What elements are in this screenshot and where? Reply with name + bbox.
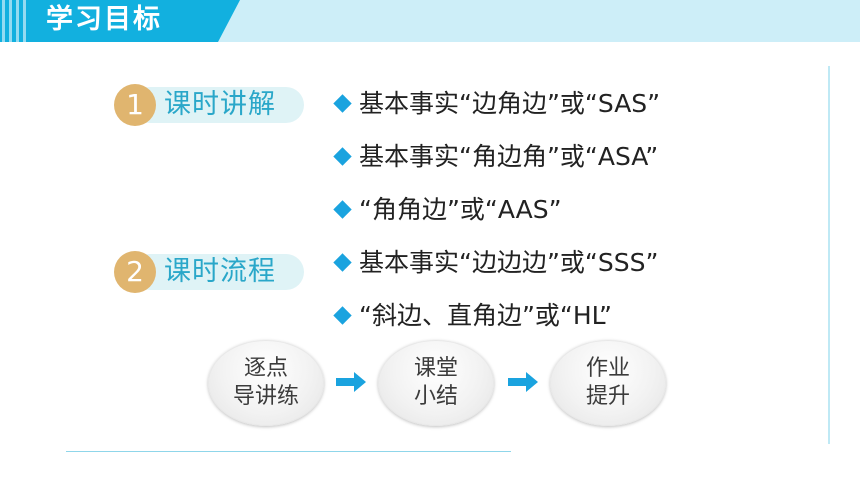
list-item-text: “斜边、直角边”或“HL”	[359, 301, 612, 330]
section-label: 课时讲解	[164, 89, 276, 120]
flow-step-line: 作业	[585, 356, 630, 381]
section-lesson-explanation: 1 课时讲解	[114, 84, 306, 126]
list-item: “斜边、直角边”或“HL”	[332, 298, 612, 334]
flow-step-guided-practice[interactable]: 逐点 导讲练	[208, 340, 324, 426]
list-item: 基本事实“边角边”或“SAS”	[332, 86, 660, 122]
flow-step-line: 导讲练	[232, 384, 299, 409]
section-pill	[132, 254, 304, 290]
section-number-badge: 1	[114, 84, 156, 126]
bottom-divider	[66, 451, 511, 452]
list-item: 基本事实“角边角”或“ASA”	[332, 139, 658, 175]
list-item-text: “角角边”或“AAS”	[359, 195, 562, 224]
diamond-bullet-icon	[333, 94, 352, 113]
right-arrow-icon	[508, 372, 538, 392]
page-title: 学习目标	[46, 4, 162, 35]
section-label: 课时流程	[164, 256, 276, 287]
header-stripes-decoration	[2, 0, 32, 42]
section-number-badge: 2	[114, 251, 156, 293]
list-item-text: 基本事实“角边角”或“ASA”	[359, 142, 659, 171]
diamond-bullet-icon	[333, 147, 352, 166]
right-divider	[828, 66, 830, 444]
section-pill	[132, 87, 304, 123]
flow-step-line: 逐点	[243, 356, 288, 381]
flow-step-line: 提升	[585, 384, 630, 409]
list-item: “角角边”或“AAS”	[332, 192, 562, 228]
list-item: 基本事实“边边边”或“SSS”	[332, 245, 658, 281]
flow-step-line: 课堂	[413, 356, 458, 381]
list-item-text: 基本事实“边边边”或“SSS”	[359, 248, 659, 277]
flow-step-line: 小结	[413, 384, 458, 409]
section-lesson-flow: 2 课时流程	[114, 251, 306, 293]
diamond-bullet-icon	[333, 253, 352, 272]
right-arrow-icon	[336, 372, 366, 392]
diamond-bullet-icon	[333, 306, 352, 325]
header-tab	[0, 0, 240, 42]
diamond-bullet-icon	[333, 200, 352, 219]
flow-step-homework[interactable]: 作业 提升	[550, 340, 666, 426]
flow-step-summary[interactable]: 课堂 小结	[378, 340, 494, 426]
list-item-text: 基本事实“边角边”或“SAS”	[359, 89, 661, 118]
